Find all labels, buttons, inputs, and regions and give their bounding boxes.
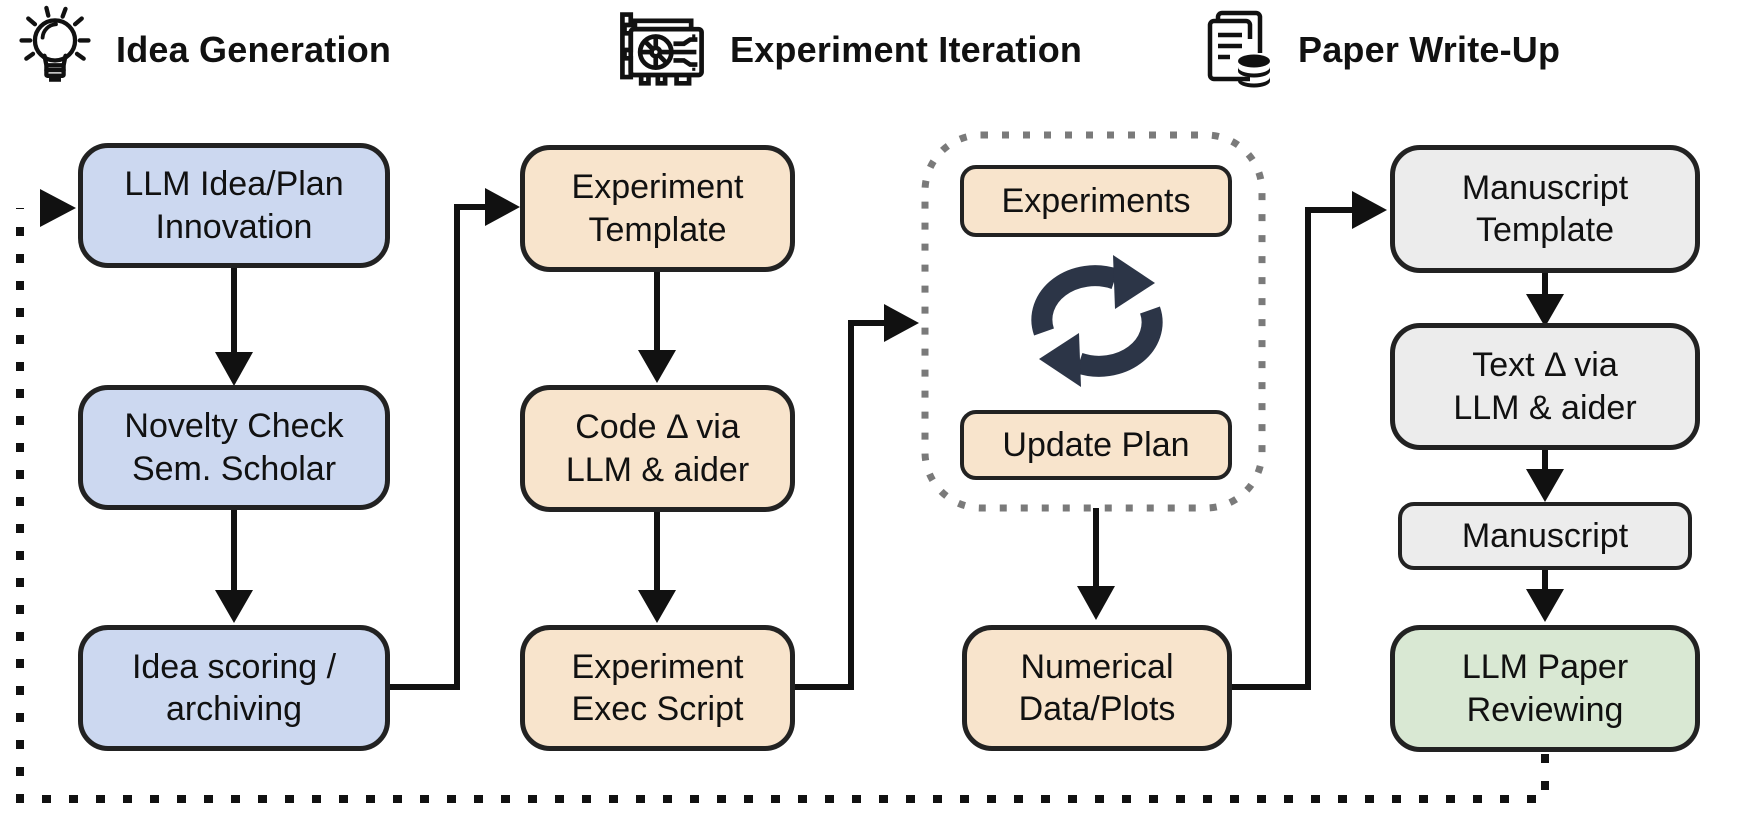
arrowhead-numerical-to-manuscript-template (1352, 191, 1387, 229)
node-novelty-check: Novelty Check Sem. Scholar (78, 385, 390, 510)
refresh-cycle-icon (1031, 255, 1163, 387)
section-label: Experiment Iteration (730, 29, 1083, 70)
arrowhead-iteration-to-numerical (1077, 586, 1115, 620)
arrowhead-idea-to-novelty (215, 352, 253, 386)
node-llm-paper-reviewing: LLM Paper Reviewing (1390, 625, 1700, 752)
arrowhead-into-idea-innovation (40, 189, 76, 227)
iteration-loop-dotted-border (921, 131, 1266, 512)
section-header-experiment-iteration: Experiment Iteration (612, 4, 1082, 96)
node-llm-idea-plan-innovation: LLM Idea/Plan Innovation (78, 143, 390, 268)
arrowhead-manuscript-to-review (1526, 589, 1564, 622)
node-manuscript: Manuscript (1398, 502, 1692, 570)
lightbulb-icon (19, 5, 91, 82)
elbow-exec-to-iteration (795, 320, 886, 690)
arrowhead-scoring-to-template (485, 188, 520, 226)
node-code-delta: Code Δ via LLM & aider (520, 385, 795, 512)
section-label: Paper Write-Up (1298, 29, 1561, 70)
section-label: Idea Generation (116, 29, 392, 70)
node-experiment-template: Experiment Template (520, 145, 795, 272)
node-idea-scoring-archiving: Idea scoring / archiving (78, 625, 390, 751)
node-manuscript-template: Manuscript Template (1390, 145, 1700, 273)
node-experiments: Experiments (960, 165, 1232, 237)
arrowhead-template-to-code (638, 350, 676, 383)
elbow-numerical-to-manuscript-template (1232, 207, 1354, 690)
arrowhead-template-to-textdelta (1526, 294, 1564, 327)
arrowhead-exec-to-iteration (884, 304, 919, 342)
flow-arrows (40, 188, 1564, 690)
documents-database-icon (1207, 10, 1270, 88)
elbow-scoring-to-template (390, 204, 487, 690)
gpu-card-icon (620, 12, 704, 86)
node-text-delta: Text Δ via LLM & aider (1390, 323, 1700, 450)
arrowhead-novelty-to-scoring (215, 590, 253, 623)
arrowhead-textdelta-to-manuscript (1526, 469, 1564, 502)
node-numerical-data-plots: Numerical Data/Plots (962, 625, 1232, 751)
arrowhead-code-to-exec (638, 590, 676, 623)
node-update-plan: Update Plan (960, 410, 1232, 480)
node-experiment-exec-script: Experiment Exec Script (520, 625, 795, 751)
feedback-loop-dotted-line (16, 208, 1549, 803)
section-header-paper-writeup: Paper Write-Up (1192, 4, 1560, 96)
section-header-idea-generation: Idea Generation (12, 4, 391, 96)
